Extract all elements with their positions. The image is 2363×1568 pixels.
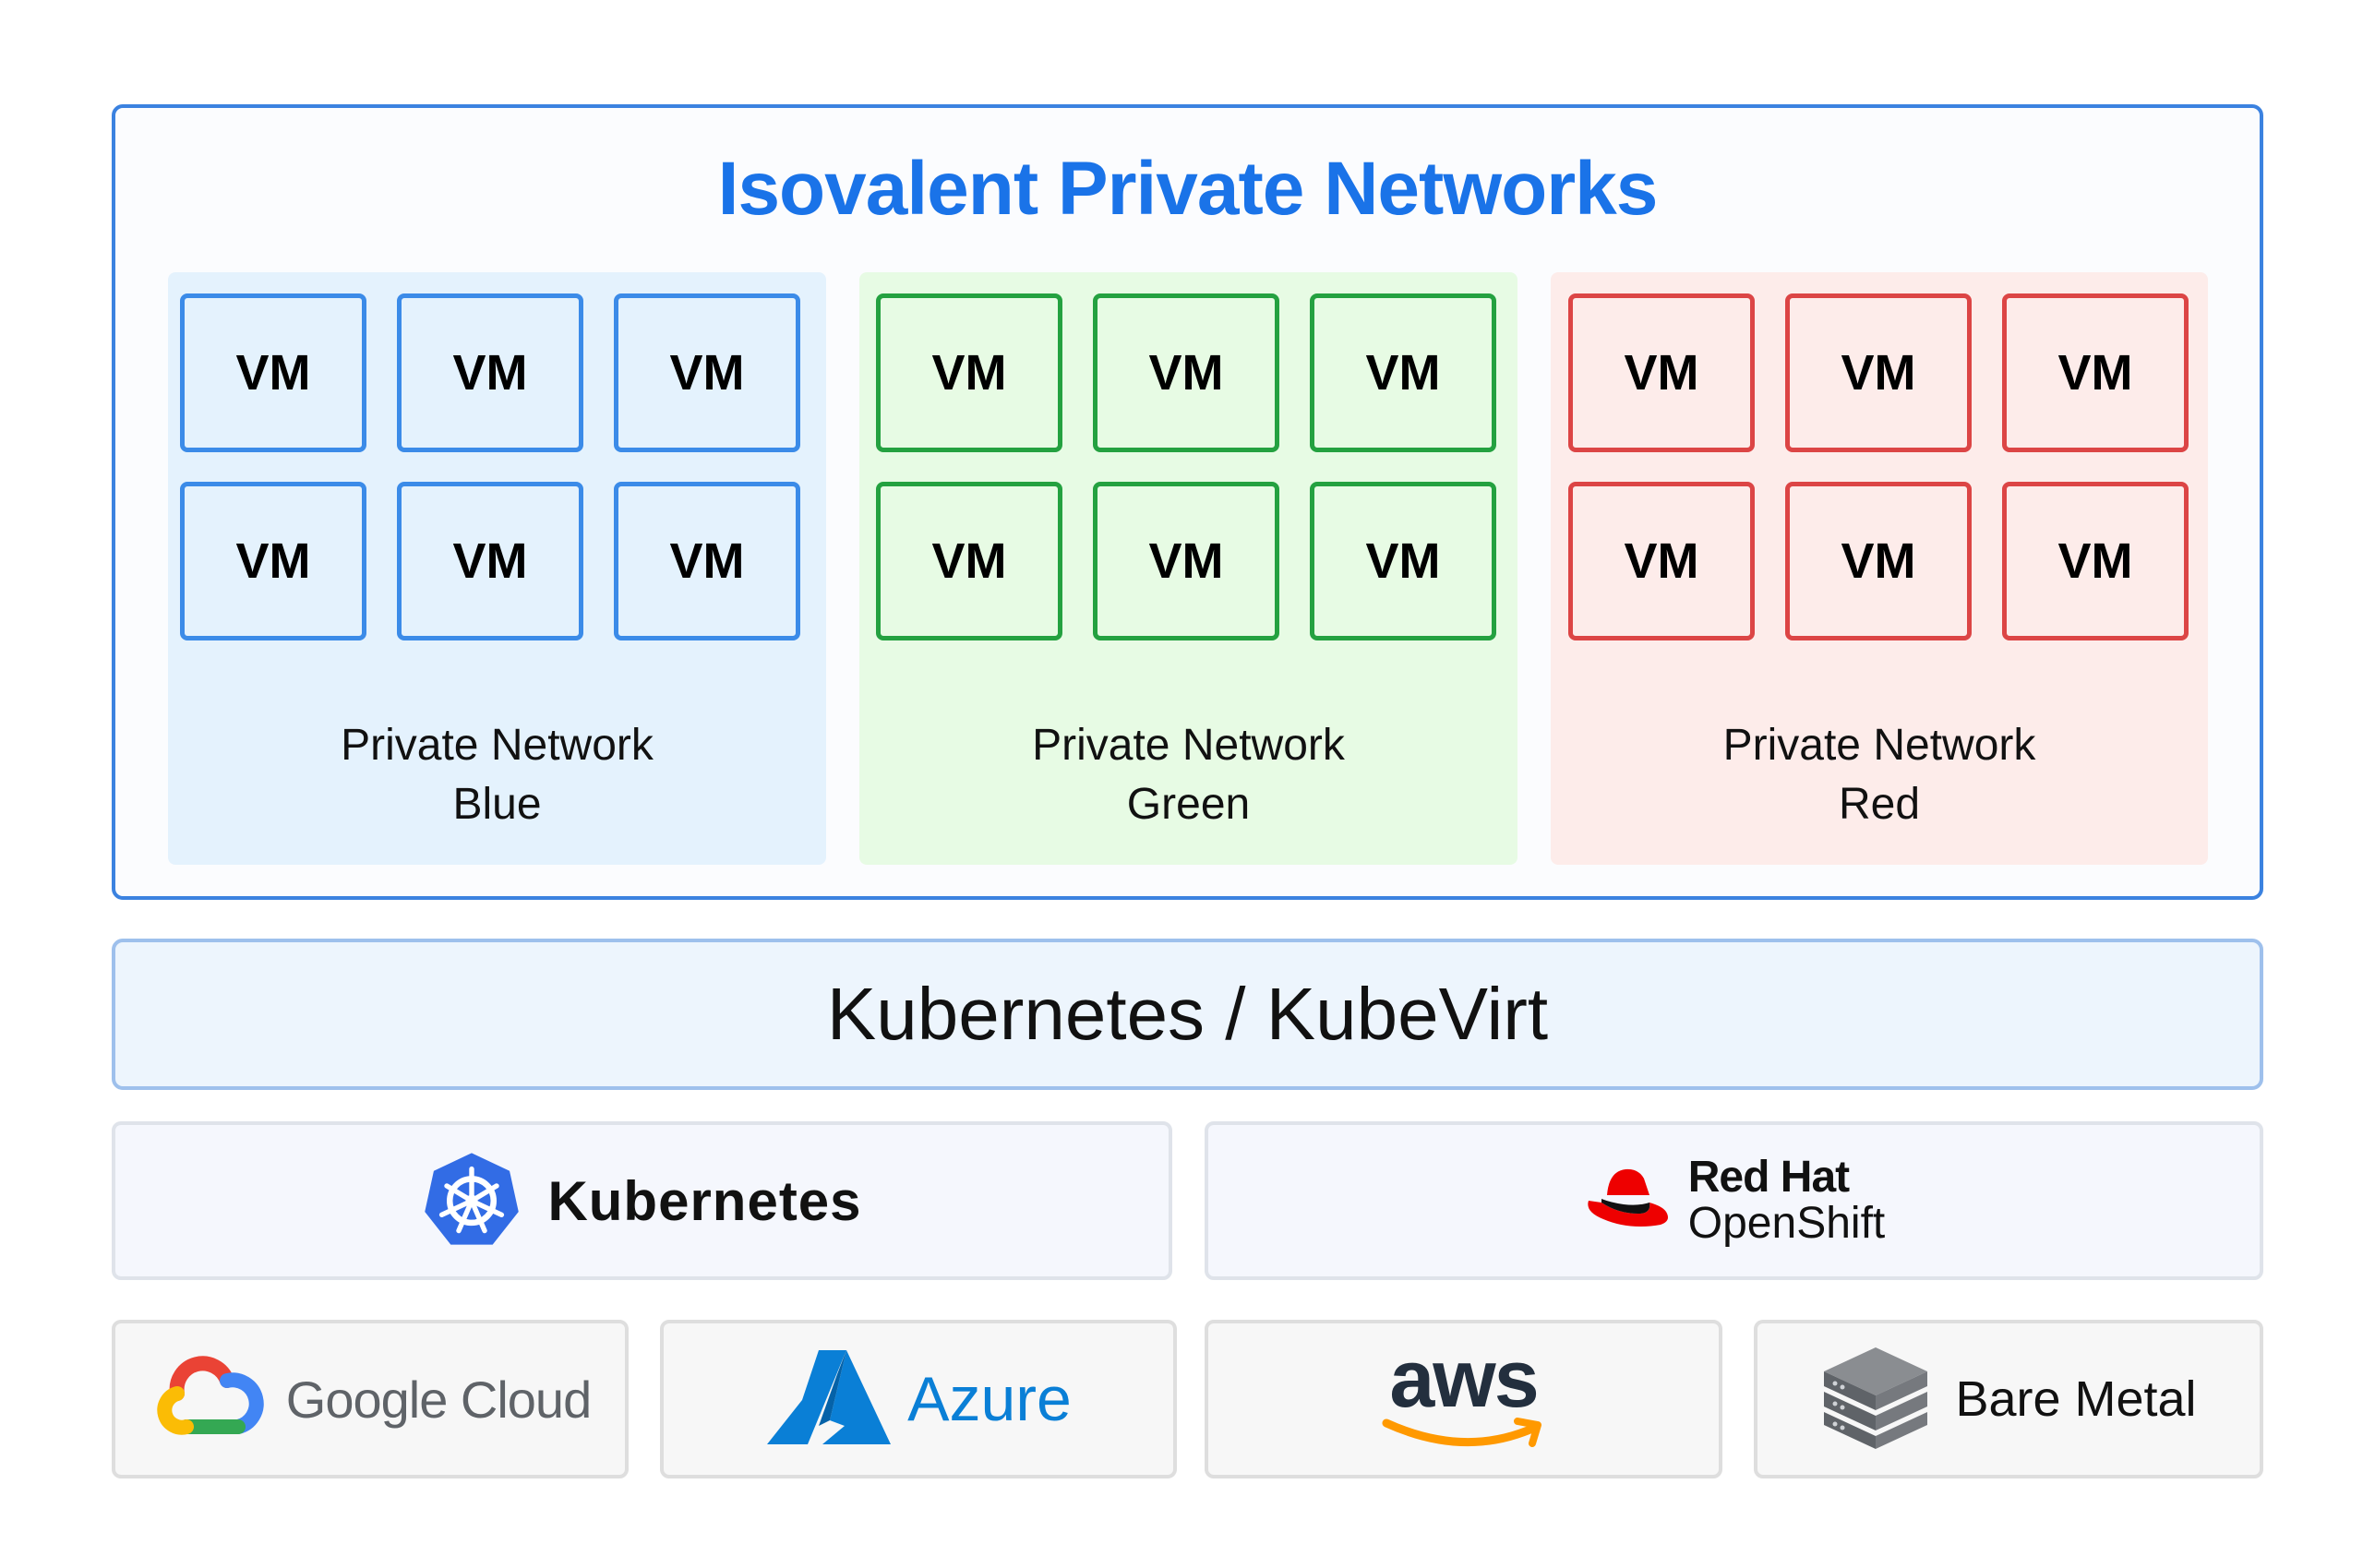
vm-box: VM [180, 482, 366, 640]
aws-box: aws [1205, 1320, 1722, 1478]
server-stack-icon [1820, 1344, 1931, 1455]
vm-box: VM [1310, 293, 1496, 452]
network-label-line2: Green [1126, 780, 1251, 829]
vm-box: VM [876, 482, 1062, 640]
diagram-title: Isovalent Private Networks [717, 147, 1659, 231]
kubevirt-layer: Kubernetes / KubeVirt [112, 939, 2263, 1090]
vm-box: VM [876, 293, 1062, 452]
kubevirt-layer-label: Kubernetes / KubeVirt [826, 973, 1549, 1055]
kubernetes-label: Kubernetes [547, 1169, 862, 1232]
kubernetes-platform-box: Kubernetes [112, 1121, 1172, 1280]
network-label-red: Private Network Red [1551, 716, 2208, 834]
vm-box: VM [1568, 482, 1755, 640]
azure-icon [765, 1347, 894, 1453]
vm-box: VM [180, 293, 366, 452]
redhat-label: Red Hat [1687, 1153, 1850, 1202]
vm-box: VM [1093, 293, 1279, 452]
vm-box: VM [1093, 482, 1279, 640]
network-label-green: Private Network Green [859, 716, 1517, 834]
network-label-blue: Private Network Blue [168, 716, 826, 834]
vm-box: VM [1785, 482, 1972, 640]
openshift-platform-box: Red Hat OpenShift [1205, 1121, 2263, 1280]
network-label-line2: Red [1838, 780, 1921, 829]
vm-box: VM [397, 293, 583, 452]
redhat-icon [1583, 1164, 1672, 1239]
google-cloud-label: Google Cloud [285, 1370, 592, 1429]
azure-box: Azure [660, 1320, 1177, 1478]
vm-box: VM [1785, 293, 1972, 452]
vm-box: VM [614, 293, 800, 452]
azure-label: Azure [907, 1364, 1072, 1434]
vm-box: VM [397, 482, 583, 640]
vm-box: VM [1310, 482, 1496, 640]
network-label-line1: Private Network [1032, 721, 1345, 770]
vm-box: VM [1568, 293, 1755, 452]
kubernetes-icon [422, 1149, 522, 1253]
vm-box: VM [614, 482, 800, 640]
bare-metal-box: Bare Metal [1754, 1320, 2263, 1478]
openshift-label: OpenShift [1687, 1199, 1886, 1248]
bare-metal-label: Bare Metal [1955, 1371, 2197, 1427]
aws-label: aws [1389, 1332, 1539, 1424]
network-label-line2: Blue [452, 780, 542, 829]
google-cloud-icon [150, 1353, 264, 1446]
google-cloud-box: Google Cloud [112, 1320, 629, 1478]
network-label-line1: Private Network [341, 721, 654, 770]
vm-box: VM [2002, 293, 2189, 452]
aws-smile-icon [1381, 1416, 1547, 1457]
vm-box: VM [2002, 482, 2189, 640]
network-label-line1: Private Network [1722, 721, 2036, 770]
openshift-wordmark: Red Hat OpenShift [1688, 1155, 1885, 1247]
